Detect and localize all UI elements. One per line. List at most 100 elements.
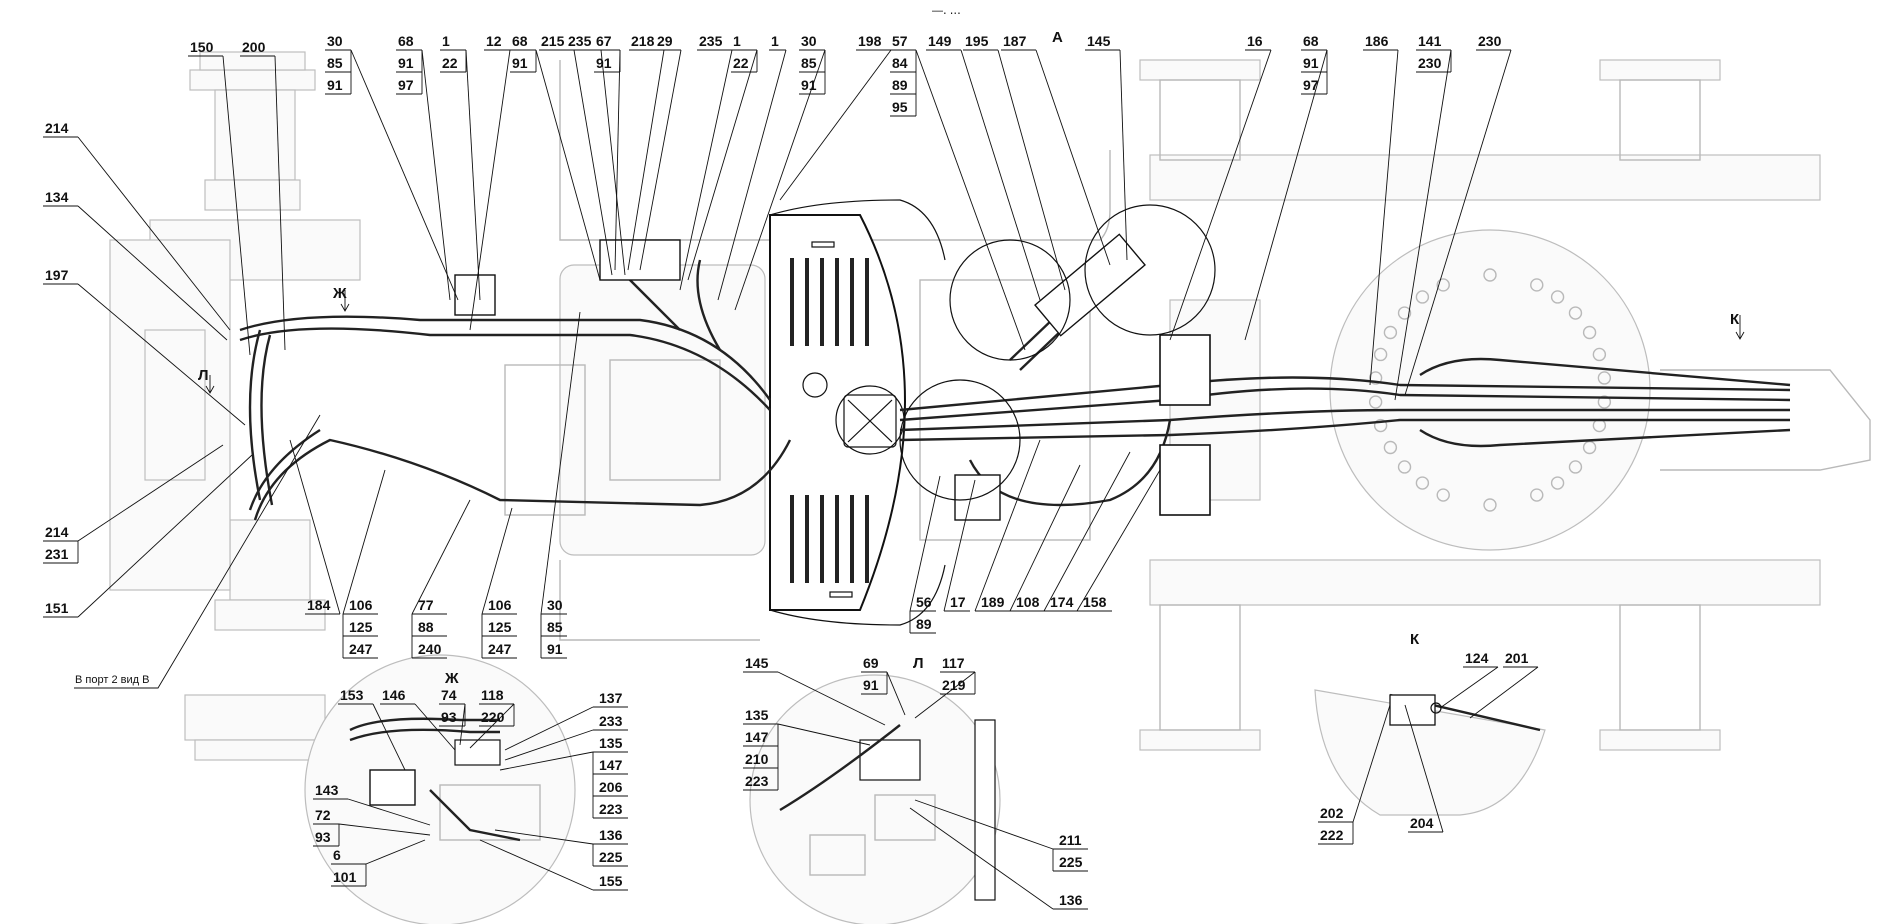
vent-slot bbox=[850, 495, 854, 583]
callout: 200 bbox=[240, 39, 286, 351]
callout: 174 bbox=[1043, 451, 1131, 612]
callout-number: 29 bbox=[657, 33, 673, 49]
callout-number: 85 bbox=[801, 55, 817, 71]
vent-slot bbox=[820, 258, 824, 346]
rear-hub-4 bbox=[1619, 604, 1701, 731]
leader-line bbox=[1404, 704, 1444, 833]
leader-line bbox=[469, 49, 511, 331]
callout-number: 91 bbox=[596, 55, 612, 71]
leader-line bbox=[886, 671, 906, 716]
callout-number: 189 bbox=[981, 594, 1005, 610]
callout-number: 136 bbox=[599, 827, 623, 843]
detail-k-view bbox=[1314, 689, 1546, 816]
callout: 218 bbox=[627, 33, 665, 271]
leader-line bbox=[350, 49, 459, 301]
leader-line bbox=[779, 49, 892, 201]
callout-number: 56 bbox=[916, 594, 932, 610]
callout-number: 91 bbox=[512, 55, 528, 71]
callout-number: 57 bbox=[892, 33, 908, 49]
detail-l-view bbox=[749, 674, 1001, 924]
callout-number: 91 bbox=[801, 77, 817, 93]
callout: 150 bbox=[188, 39, 251, 356]
callout: 1 bbox=[717, 33, 787, 301]
callout: 12 bbox=[469, 33, 511, 331]
leader-line bbox=[421, 49, 451, 301]
callout-number: 134 bbox=[45, 189, 69, 205]
bolt bbox=[1582, 325, 1597, 340]
callout-number: 74 bbox=[441, 687, 457, 703]
callout-number: 91 bbox=[1303, 55, 1319, 71]
vent-slot bbox=[805, 495, 809, 583]
view-marker-k: К bbox=[1730, 311, 1740, 328]
engine-bay bbox=[559, 264, 766, 556]
callout-number: 1 bbox=[442, 33, 450, 49]
callout-number: 141 bbox=[1418, 33, 1442, 49]
callout: 230 bbox=[1404, 33, 1512, 396]
bolt bbox=[1368, 395, 1383, 409]
callout-number: 106 bbox=[349, 597, 373, 613]
vent-slot bbox=[865, 495, 869, 583]
leader-line bbox=[365, 839, 426, 865]
callout-number: 16 bbox=[1247, 33, 1263, 49]
callout-number: 17 bbox=[950, 594, 966, 610]
leader-line bbox=[960, 49, 1041, 301]
callout: 124 bbox=[1439, 650, 1499, 709]
callout-number: 93 bbox=[441, 709, 457, 725]
callout-number: 125 bbox=[349, 619, 373, 635]
bolt bbox=[1597, 371, 1612, 385]
hydraulic-tank bbox=[769, 199, 946, 626]
bolt bbox=[1397, 306, 1412, 320]
callout-number: 93 bbox=[315, 829, 331, 845]
leader-line bbox=[347, 798, 431, 826]
callout: 153 bbox=[338, 687, 406, 771]
callout: 155 bbox=[479, 839, 628, 891]
callout-number: 158 bbox=[1083, 594, 1107, 610]
bolt bbox=[1415, 290, 1430, 304]
leader-line bbox=[479, 839, 594, 891]
callout-number: 143 bbox=[315, 782, 339, 798]
leader-line bbox=[1009, 464, 1081, 612]
leader-line bbox=[77, 205, 228, 341]
callout-number: 77 bbox=[418, 597, 434, 613]
bolt bbox=[1550, 476, 1565, 490]
callout-number: 6 bbox=[333, 847, 341, 863]
vent-slot bbox=[835, 495, 839, 583]
leader-line bbox=[481, 507, 513, 615]
callout-number: 22 bbox=[733, 55, 749, 71]
callout: 29 bbox=[639, 33, 682, 271]
detail-title-l: Л bbox=[913, 655, 924, 672]
leader-line bbox=[1119, 49, 1128, 261]
leader-line bbox=[465, 49, 481, 301]
callout-number: 30 bbox=[547, 597, 563, 613]
leader-line bbox=[77, 454, 253, 618]
port-note: В порт 2 вид В bbox=[75, 674, 149, 686]
detail-title-k: К bbox=[1410, 631, 1420, 648]
bolt bbox=[1568, 306, 1583, 320]
callout-number: 214 bbox=[45, 524, 69, 540]
boom-tip-outline bbox=[1660, 369, 1871, 471]
leader-line bbox=[687, 49, 758, 281]
callout-number: 117 bbox=[942, 655, 965, 671]
leader-line bbox=[909, 475, 941, 612]
callout-number: 135 bbox=[745, 707, 769, 723]
callout-number: 68 bbox=[512, 33, 528, 49]
callout-number: 231 bbox=[45, 546, 69, 562]
callout-number: 106 bbox=[488, 597, 512, 613]
view-arrow-zh bbox=[340, 290, 350, 312]
view-arrow-k bbox=[1735, 315, 1745, 340]
callout-number: 223 bbox=[599, 801, 623, 817]
callout-number: 69 bbox=[863, 655, 879, 671]
callout-number: 91 bbox=[398, 55, 414, 71]
leader-line bbox=[459, 703, 466, 746]
callout-number: 89 bbox=[916, 616, 932, 632]
callout-number: 219 bbox=[942, 677, 966, 693]
callout-number: 68 bbox=[398, 33, 414, 49]
